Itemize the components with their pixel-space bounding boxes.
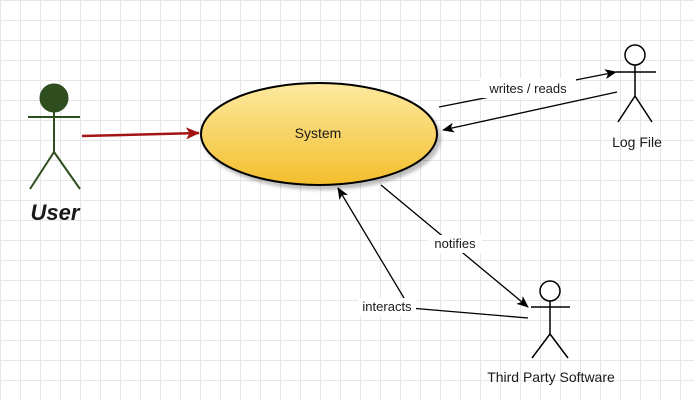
user-actor-label: User [31,200,81,225]
log-file-actor-right-leg [634,95,653,123]
user-actor-head [39,83,69,113]
log-to-system-arrow [442,91,618,133]
system-ellipse [200,82,438,186]
writes-reads-label-bg [480,78,576,98]
user-to-system-arrow [81,127,200,140]
third-party-actor-head [539,280,561,302]
log-file-actor-left-leg [617,95,636,123]
notifies-label: notifies [434,236,476,251]
log-file-actor[interactable]: Log File [612,44,662,150]
third-party-actor[interactable]: Third Party Software [487,280,615,385]
user-actor-left-leg [29,151,55,190]
system-use-case[interactable]: System [200,82,438,186]
user-actor[interactable]: User [28,83,81,225]
system-label: System [295,125,342,141]
third-party-actor-left-leg [531,333,551,359]
interacts-label: interacts [362,299,412,314]
interacts-label-bg [358,298,416,316]
log-file-actor-head [624,44,646,66]
third-party-actor-right-leg [549,333,569,359]
log-file-actor-label: Log File [612,134,662,150]
third-party-actor-label: Third Party Software [487,369,615,385]
writes-reads-label: writes / reads [488,81,567,96]
user-actor-right-leg [53,151,81,190]
notifies-label-bg [428,235,482,253]
